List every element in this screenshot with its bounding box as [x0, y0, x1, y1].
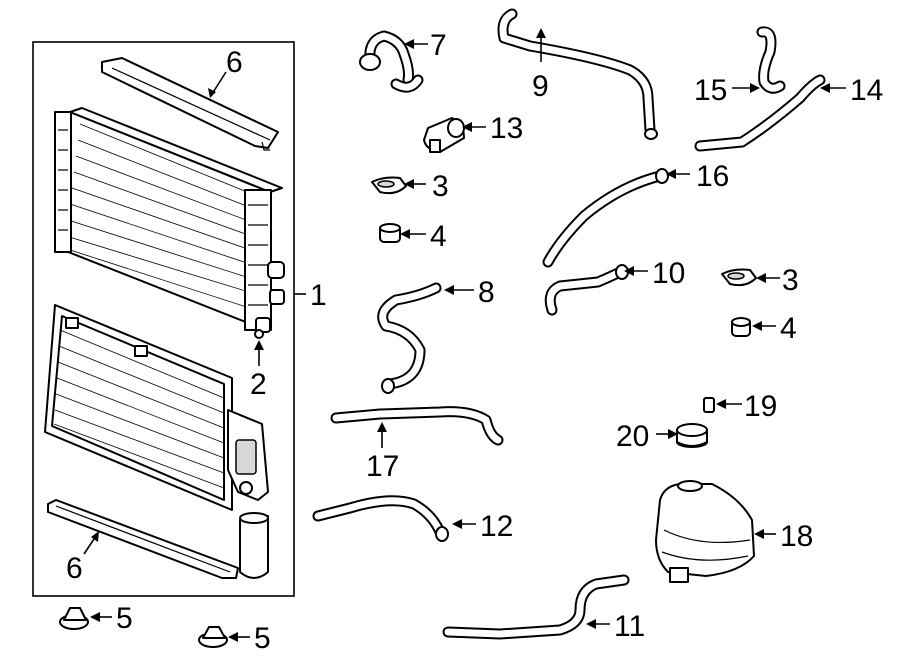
- clip-19-part: [703, 397, 715, 413]
- housing-13-part: [423, 117, 465, 153]
- callout-10: 10: [652, 257, 685, 290]
- leader-lines: [83, 28, 846, 642]
- reservoir-18-part: [655, 480, 755, 583]
- callout-17: 17: [366, 450, 399, 483]
- callout-13: 13: [490, 112, 523, 145]
- receiver-drier-part: [239, 512, 269, 579]
- insulator-part-right: [198, 626, 228, 648]
- callout-19: 19: [744, 390, 777, 423]
- callout-3-upper: 3: [432, 170, 449, 203]
- callout-8: 8: [478, 276, 495, 309]
- bracket-3-upper-part: [371, 176, 407, 195]
- callout-15: 15: [694, 74, 727, 107]
- bracket-3-right-part: [721, 268, 757, 287]
- hose-14-part: [694, 74, 826, 152]
- lower-baffle-part: [47, 499, 239, 579]
- hose-11-part: [442, 574, 630, 640]
- condenser-part: [44, 304, 269, 511]
- hose-12-part: [312, 495, 449, 542]
- callout-9: 9: [532, 70, 549, 103]
- bushing-4-right-part: [731, 317, 751, 337]
- hose-17-part: [330, 406, 504, 446]
- callout-5-right: 5: [254, 622, 271, 655]
- callout-12: 12: [480, 510, 513, 543]
- callout-1: 1: [310, 279, 327, 312]
- callout-2: 2: [250, 368, 267, 401]
- hose-7-part: [359, 30, 424, 93]
- drain-cock-2-part: [254, 329, 264, 339]
- radiator-part: [54, 107, 285, 333]
- callout-4-right: 4: [780, 312, 797, 345]
- callout-7: 7: [430, 29, 447, 62]
- callout-20: 20: [616, 420, 649, 453]
- radiator-assembly-frame: [32, 41, 295, 597]
- callout-6-upper: 6: [226, 46, 243, 79]
- hose-10-part: [544, 264, 629, 316]
- hose-16-part: [542, 168, 669, 268]
- cap-20-part: [676, 423, 708, 448]
- callout-4-upper: 4: [430, 220, 447, 253]
- callout-5-left: 5: [116, 602, 133, 635]
- callout-3-right: 3: [782, 264, 799, 297]
- hose-8-part: [377, 282, 442, 394]
- upper-baffle-part: [101, 57, 279, 151]
- bushing-4-upper-part: [379, 223, 401, 243]
- callout-labels: 6 7 9 15 14 13 3 16 4 10 3 1 8 4 2 19 17…: [66, 29, 883, 655]
- callout-11: 11: [614, 610, 645, 643]
- callout-16: 16: [696, 160, 729, 193]
- callout-18: 18: [780, 520, 813, 553]
- hose-9-part: [497, 8, 658, 140]
- insulator-part-left: [59, 607, 89, 630]
- hose-15-part: [756, 26, 786, 94]
- callout-6-lower: 6: [66, 552, 83, 585]
- callout-14: 14: [850, 74, 883, 107]
